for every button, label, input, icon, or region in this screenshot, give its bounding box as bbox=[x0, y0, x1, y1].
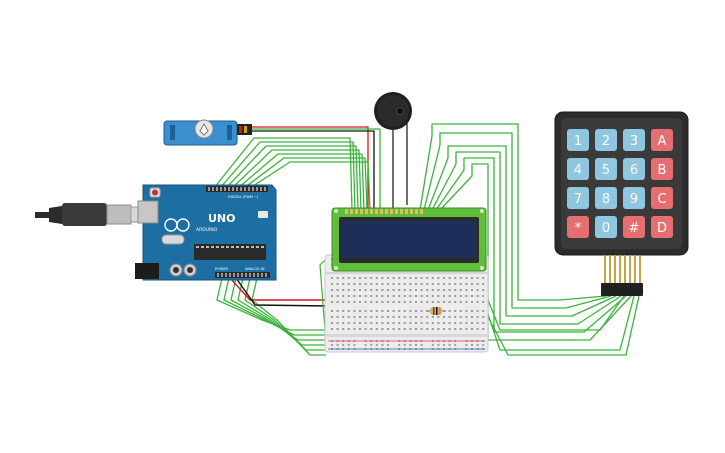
keypad-key-label: D bbox=[657, 221, 667, 236]
wire bbox=[243, 157, 368, 211]
keypad-key-2[interactable]: 2 bbox=[595, 129, 617, 151]
keypad-key-label: 9 bbox=[630, 192, 638, 207]
keypad-key-label: * bbox=[575, 221, 582, 236]
keypad: 1 2 3 A 4 5 6 B 7 8 9 C * 0 # D bbox=[554, 111, 689, 256]
keypad-key-label: 2 bbox=[602, 134, 610, 149]
wire bbox=[219, 141, 356, 211]
wire bbox=[439, 163, 632, 341]
wire bbox=[225, 145, 359, 211]
breadboard bbox=[324, 254, 489, 353]
keypad-key-label: B bbox=[658, 163, 667, 178]
arduino-board: UNO ARDUINO DIGITAL (PWM ~) POWER ANALOG… bbox=[135, 184, 277, 281]
keypad-key-6[interactable]: 6 bbox=[623, 158, 645, 180]
keypad-key-A[interactable]: A bbox=[651, 129, 673, 151]
board-logo-arduino: ARDUINO bbox=[196, 227, 218, 233]
power-header-label: POWER bbox=[215, 267, 229, 271]
keypad-key-*[interactable]: * bbox=[567, 216, 589, 238]
wire bbox=[231, 149, 362, 211]
wire bbox=[251, 277, 326, 356]
keypad-key-label: 5 bbox=[602, 163, 610, 178]
keypad-key-7[interactable]: 7 bbox=[567, 187, 589, 209]
wire bbox=[423, 132, 612, 309]
wire bbox=[435, 157, 627, 333]
keypad-key-label: 1 bbox=[574, 134, 582, 149]
wire bbox=[427, 145, 617, 317]
keypad-key-label: 4 bbox=[574, 163, 582, 178]
keypad-key-label: # bbox=[629, 221, 640, 236]
keypad-key-D[interactable]: D bbox=[651, 216, 673, 238]
usb-cable-icon bbox=[35, 203, 147, 226]
servo-icon bbox=[163, 119, 252, 146]
keypad-key-C[interactable]: C bbox=[651, 187, 673, 209]
keypad-key-label: A bbox=[658, 134, 667, 149]
wire bbox=[249, 161, 371, 211]
resistor-icon bbox=[426, 307, 446, 315]
keypad-key-label: 8 bbox=[602, 192, 610, 207]
wire bbox=[237, 153, 365, 211]
board-logo-uno: UNO bbox=[208, 212, 236, 225]
keypad-key-label: 7 bbox=[574, 192, 582, 207]
lcd-display bbox=[331, 207, 487, 272]
keypad-key-4[interactable]: 4 bbox=[567, 158, 589, 180]
wire bbox=[431, 151, 622, 325]
keypad-key-0[interactable]: 0 bbox=[595, 216, 617, 238]
buzzer-icon bbox=[374, 92, 412, 130]
wire bbox=[419, 123, 607, 301]
wire bbox=[216, 277, 326, 331]
wire bbox=[230, 277, 326, 341]
wire bbox=[235, 277, 331, 307]
wire bbox=[213, 137, 353, 211]
analog-header-label: ANALOG IN bbox=[245, 267, 265, 271]
wire bbox=[487, 295, 625, 331]
keypad-key-9[interactable]: 9 bbox=[623, 187, 645, 209]
keypad-key-8[interactable]: 8 bbox=[595, 187, 617, 209]
keypad-key-B[interactable]: B bbox=[651, 158, 673, 180]
keypad-key-label: C bbox=[657, 192, 666, 207]
wire bbox=[229, 277, 330, 301]
keypad-key-label: 6 bbox=[630, 163, 638, 178]
keypad-key-label: 3 bbox=[630, 134, 638, 149]
keypad-key-#[interactable]: # bbox=[623, 216, 645, 238]
wire bbox=[473, 289, 640, 356]
digital-header-label: DIGITAL (PWM ~) bbox=[228, 195, 259, 199]
wire bbox=[237, 277, 326, 346]
keypad-key-1[interactable]: 1 bbox=[567, 129, 589, 151]
wire bbox=[223, 277, 326, 336]
keypad-key-3[interactable]: 3 bbox=[623, 129, 645, 151]
keypad-key-label: 0 bbox=[602, 221, 610, 236]
pin-header-icon bbox=[601, 255, 643, 296]
keypad-key-5[interactable]: 5 bbox=[595, 158, 617, 180]
